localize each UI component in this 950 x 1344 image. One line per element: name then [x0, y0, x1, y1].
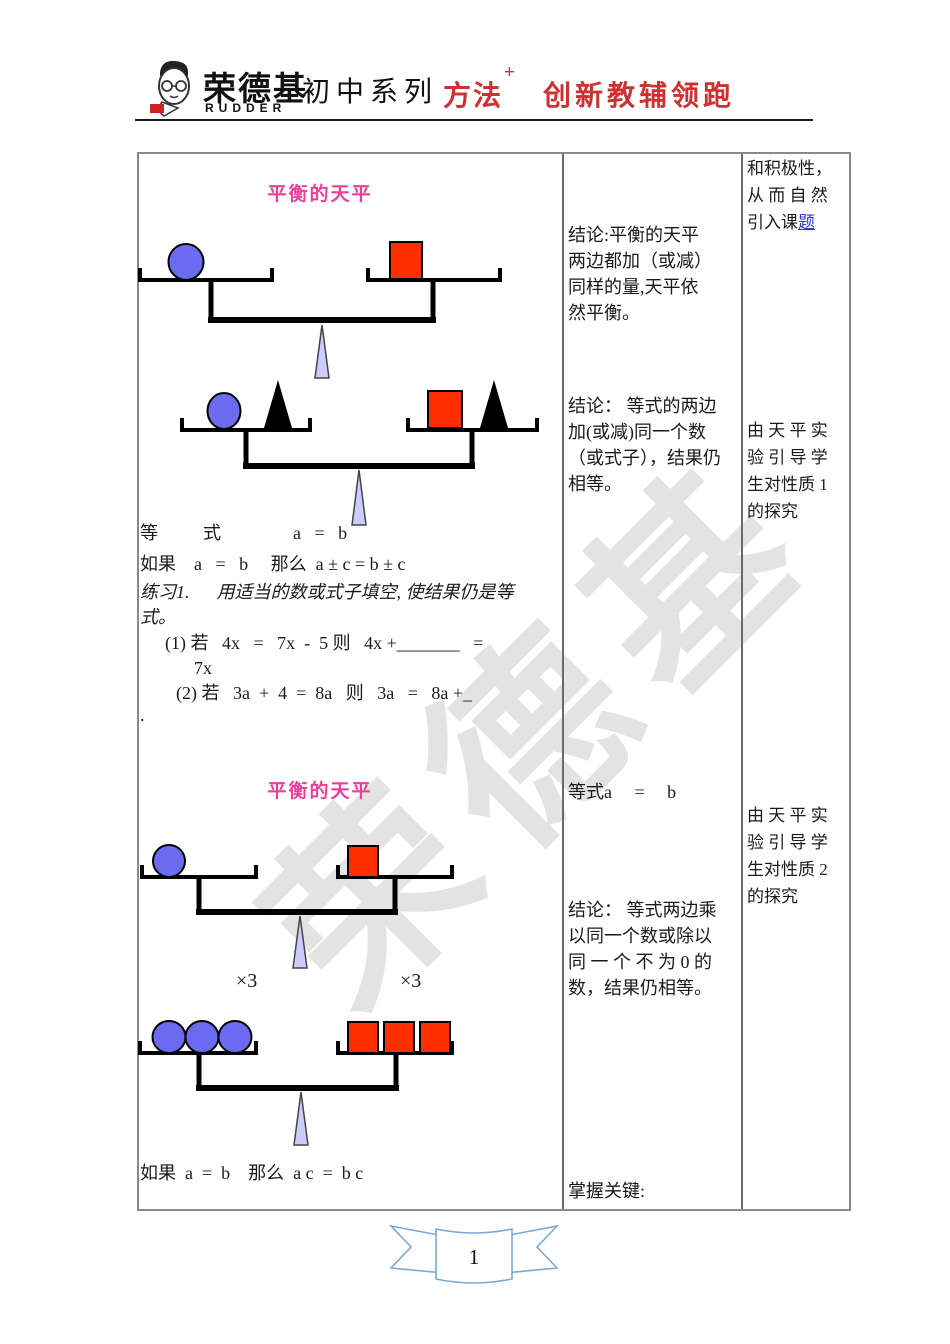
right-pan	[336, 865, 454, 879]
red-square	[427, 390, 463, 429]
equation-line-3: 如果 a = b 那么 a c = b c	[140, 1163, 364, 1183]
conclusion-3-line: 同 一 个 不 为 0 的	[568, 952, 712, 972]
slogan-method: 方法	[443, 81, 504, 112]
teaching-note-3-line: 验 引 导 学	[747, 833, 828, 852]
conclusion-3-line: 结论： 等式两边乘	[568, 900, 717, 920]
column-divider-left	[562, 154, 564, 1209]
teaching-note-2-line: 生对性质 1	[747, 475, 828, 494]
blue-ball	[184, 1020, 220, 1054]
slogan-plus: +	[504, 62, 515, 83]
ribbon-center	[435, 1228, 513, 1284]
page-number-ribbon: 1	[383, 1216, 565, 1301]
teaching-note-2-line: 验 引 导 学	[747, 448, 828, 467]
header-divider	[135, 119, 813, 121]
teaching-note-1: 和积极性， 从 而 自 然 引入课题	[747, 155, 843, 236]
red-square	[419, 1021, 451, 1054]
right-pan	[406, 418, 539, 432]
conclusion-2-line: 结论： 等式的两边	[568, 396, 717, 416]
teaching-note-1-line: 和积极性，	[747, 159, 832, 178]
teaching-note-1-text: 引入课	[747, 213, 798, 232]
topic-hyperlink[interactable]: 题	[798, 213, 815, 232]
series-label: 初中系列	[302, 77, 439, 108]
left-pan	[180, 418, 312, 432]
blue-ball	[152, 844, 186, 878]
exercise-prompt-line2: 式。	[140, 607, 176, 627]
teaching-note-2-line: 由 天 平 实	[747, 421, 828, 440]
rudder-face-logo-icon	[148, 58, 200, 120]
column-divider-right	[741, 154, 743, 1209]
pivot-triangle	[314, 324, 330, 379]
teaching-note-1-line: 引入课题	[747, 209, 843, 236]
teaching-note-3: 由 天 平 实 验 引 导 学 生对性质 2 的探究	[747, 802, 843, 910]
teaching-note-3-line: 由 天 平 实	[747, 806, 828, 825]
exercise-item-1: (1) 若 4x = 7x - 5 则 4x +_______ =	[165, 633, 484, 653]
pivot-triangle	[293, 1091, 309, 1146]
page-number: 1	[469, 1245, 480, 1269]
pivot-triangle	[351, 469, 367, 526]
lesson-plan-table	[137, 152, 851, 1211]
conclusion-1: 结论:平衡的天平 两边都加（或减） 同样的量,天平依 然平衡。	[568, 222, 738, 326]
blue-ball	[151, 1020, 187, 1054]
conclusion-3: 结论： 等式两边乘 以同一个数或除以 同 一 个 不 为 0 的 数，结果仍相等…	[568, 897, 740, 1001]
balance-title-2: 平衡的天平	[267, 781, 373, 802]
multiply-label-right: ×3	[400, 970, 422, 992]
conclusion-2-line: 加(或减)同一个数	[568, 422, 706, 442]
teaching-note-3-line: 的探究	[747, 887, 798, 906]
conclusion-3-line: 以同一个数或除以	[568, 926, 712, 946]
equation-line-2: 如果 a = b 那么 a ± c = b ± c	[140, 554, 406, 574]
conclusion-1-line: 同样的量,天平依	[568, 277, 699, 297]
slogan-tagline: 创新教辅领跑	[543, 81, 736, 112]
multiply-label-left: ×3	[236, 970, 258, 992]
red-square	[347, 845, 379, 878]
red-square	[389, 241, 423, 280]
red-square	[383, 1021, 415, 1054]
brand-name: 荣德基	[203, 70, 308, 107]
conclusion-2: 结论： 等式的两边 加(或减)同一个数 （或式子），结果仍 相等。	[568, 393, 740, 497]
left-pan	[140, 865, 258, 879]
exercise-item-2: (2) 若 3a + 4 = 8a 则 3a = 8a +_	[176, 683, 473, 703]
conclusion-3-line: 数，结果仍相等。	[568, 978, 712, 998]
balance-diagram-2	[137, 370, 557, 533]
balance-title-1: 平衡的天平	[267, 184, 373, 205]
conclusion-2-line: 相等。	[568, 474, 622, 494]
balance-diagram-4	[137, 1000, 557, 1155]
teaching-note-1-line: 从 而 自 然	[747, 186, 828, 205]
teaching-note-2: 由 天 平 实 验 引 导 学 生对性质 1 的探究	[747, 417, 843, 525]
right-pan	[366, 268, 502, 282]
exercise-item-2-continued: .	[140, 705, 145, 725]
balance-diagram-1	[137, 230, 557, 387]
red-square	[347, 1021, 379, 1054]
blue-ball	[217, 1020, 253, 1054]
conclusion-2-line: （或式子），结果仍	[568, 448, 721, 468]
blue-ball	[206, 392, 242, 430]
black-weight-triangle	[480, 380, 508, 428]
teaching-note-3-line: 生对性质 2	[747, 860, 828, 879]
conclusion-1-line: 然平衡。	[568, 303, 640, 323]
balance-diagram-3	[137, 820, 557, 977]
left-pan	[138, 268, 274, 282]
key-point-label: 掌握关键:	[568, 1181, 646, 1201]
teaching-note-2-line: 的探究	[747, 502, 798, 521]
brand-subtitle: RUDDER	[205, 101, 287, 115]
equation-line-1: 等 式 a = b	[140, 523, 348, 543]
conclusion-1-line: 两边都加（或减）	[568, 251, 712, 271]
exercise-item-1-continued: 7x	[194, 658, 212, 678]
blue-ball	[167, 243, 205, 281]
middle-equation: 等式a = b	[568, 782, 677, 802]
exercise-prompt-line1: 练习1. 用适当的数或式子填空, 使结果仍是等	[140, 582, 514, 602]
pivot-triangle	[292, 915, 308, 969]
black-weight-triangle	[264, 380, 292, 428]
conclusion-1-line: 结论:平衡的天平	[568, 225, 700, 245]
